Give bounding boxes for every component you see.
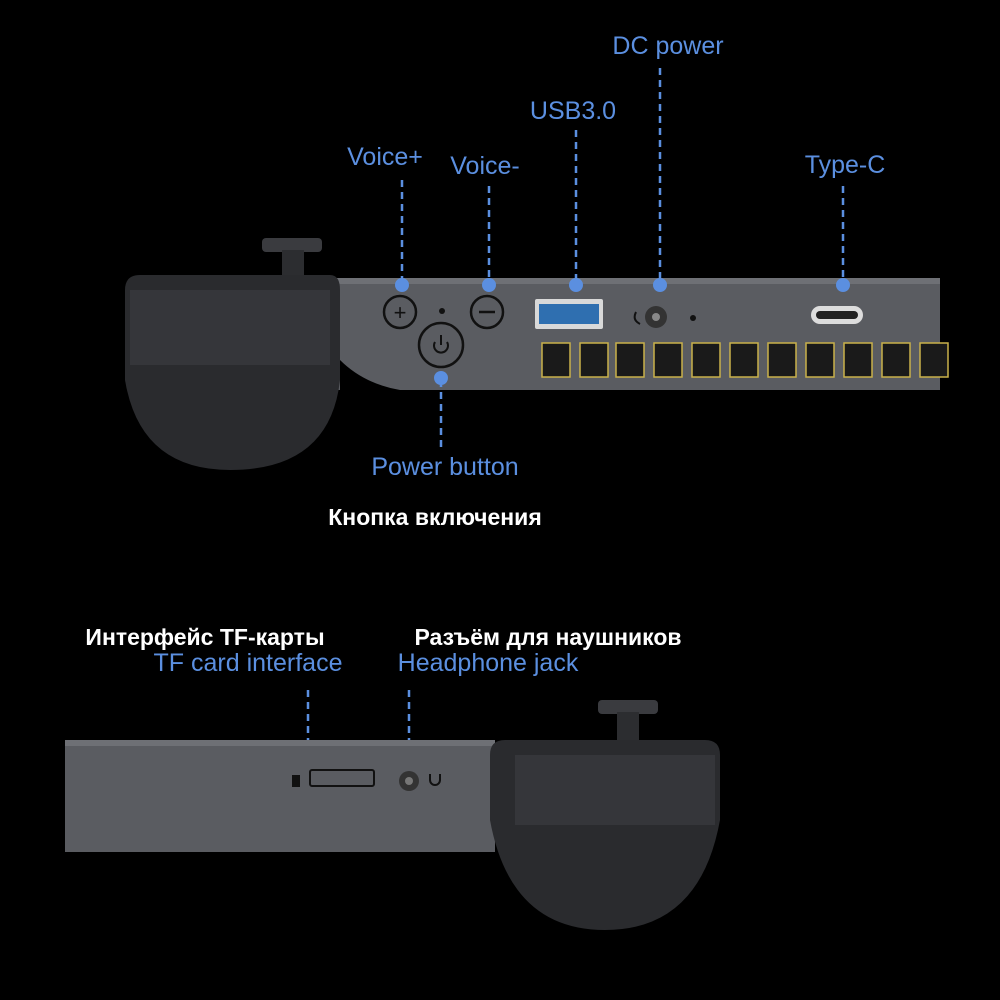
headphone-ru-label: Разъём для наушников [414,624,682,650]
tf-card-label: TF card interface [153,649,343,677]
voice-minus-button [469,294,505,330]
top-device: + [125,238,949,470]
bottom-body [65,740,495,852]
power-button [417,321,465,369]
power-button-ru-label: Кнопка включения [328,504,542,530]
joystick-cap [598,700,658,714]
tf-card-slot [309,769,375,787]
bottom-device [65,700,720,930]
svg-text:+: + [394,300,407,325]
type-c-label: Type-C [804,151,886,179]
voice-plus-button [382,294,418,330]
callout-lines [306,68,845,758]
vents [541,342,949,378]
tf-card-ru-label: Интерфейс TF-карты [85,624,325,650]
voice-minus-label: Voice- [450,152,520,180]
joystick-cap [262,238,322,252]
voice-plus-label: Voice+ [347,143,423,171]
usb-label: USB3.0 [529,97,617,125]
headphone-label: Headphone jack [397,649,579,677]
power-button-label: Power button [371,453,519,481]
dc-power-label: DC power [612,32,724,60]
